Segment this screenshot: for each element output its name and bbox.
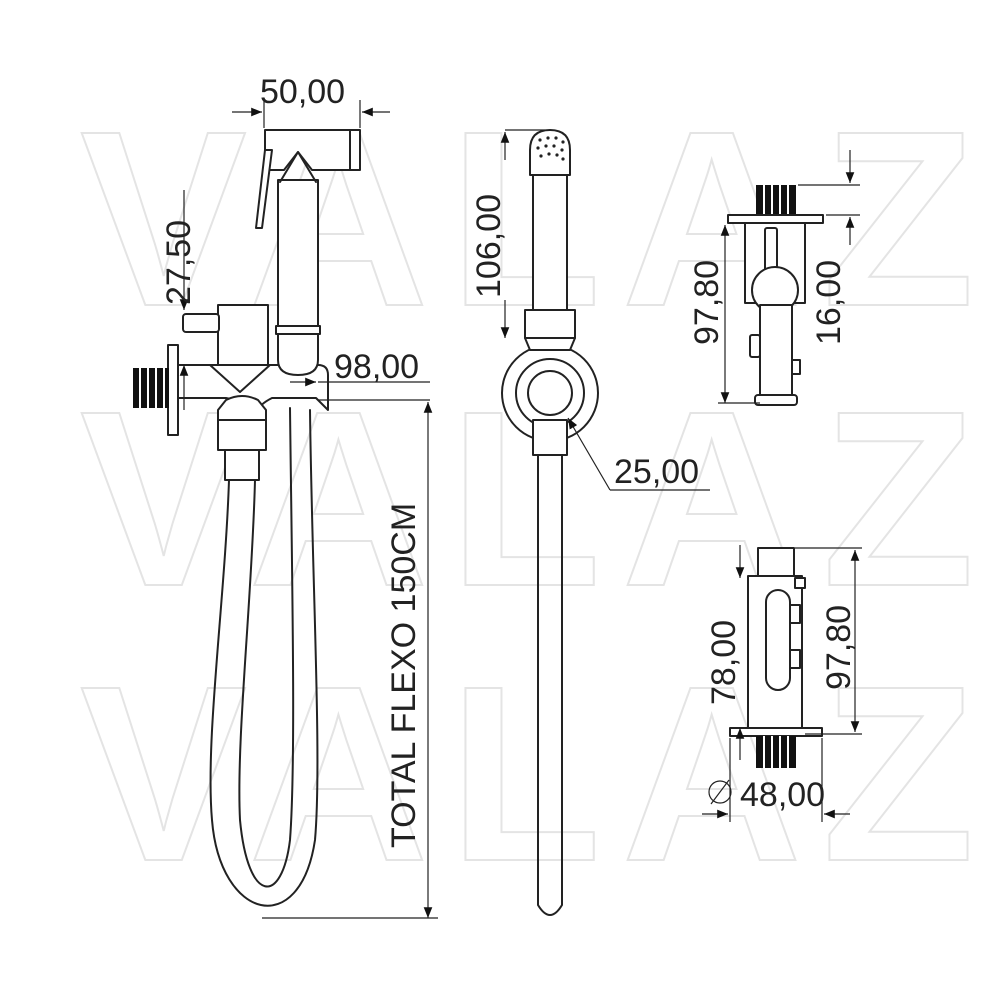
top-thread	[756, 185, 796, 215]
wall-flange	[167, 344, 179, 436]
dim-lever-height: 27,50	[160, 220, 198, 305]
dim-handset-height: 106,00	[470, 194, 508, 298]
holder-clip	[524, 309, 576, 339]
trigger-lever	[255, 149, 273, 229]
nozzle-holes	[536, 136, 565, 161]
hose-nut	[217, 419, 267, 451]
watermark-row-3: VALAZ	[80, 634, 995, 913]
dim-bottom-inner: 78,00	[705, 620, 743, 705]
dim-top-width: 50,00	[260, 73, 345, 111]
right-bottom-view	[729, 547, 823, 768]
front-view	[133, 129, 361, 907]
front-dimensions: 50,00 27,50 98,00 TOTAL FLEXO 150CM	[160, 73, 438, 919]
side-knob	[182, 313, 220, 333]
handset-body	[532, 174, 568, 336]
valve-housing	[217, 304, 269, 366]
handset-head	[264, 129, 351, 171]
dim-bottom-width: 48,00	[740, 776, 825, 814]
spout-column	[277, 179, 319, 331]
bottom-handle	[765, 589, 791, 691]
dim-body-length: 98,00	[334, 348, 419, 386]
dim-side-height: 97,80	[688, 260, 726, 345]
right-bottom-dimensions: 97,80 78,00 48,00	[702, 545, 862, 822]
bottom-flange	[729, 727, 823, 737]
hose-outer	[209, 409, 319, 907]
side-view	[501, 129, 599, 916]
dim-hose-total: TOTAL FLEXO 150CM	[385, 503, 423, 848]
handset-nozzle	[529, 129, 571, 176]
diameter-symbol-icon	[708, 780, 732, 804]
hose-inner	[238, 407, 295, 888]
right-top-dimensions: 97,80 16,00	[688, 150, 860, 404]
dim-side-small: 16,00	[810, 260, 848, 345]
dim-bottom-height: 97,80	[820, 605, 858, 690]
dim-holder-diameter: 25,00	[614, 453, 699, 491]
top-flange	[727, 214, 824, 224]
right-top-view	[727, 185, 824, 406]
bottom-thread	[756, 736, 796, 768]
side-dimensions: 106,00 25,00	[470, 129, 710, 491]
thread-lines	[139, 368, 165, 408]
